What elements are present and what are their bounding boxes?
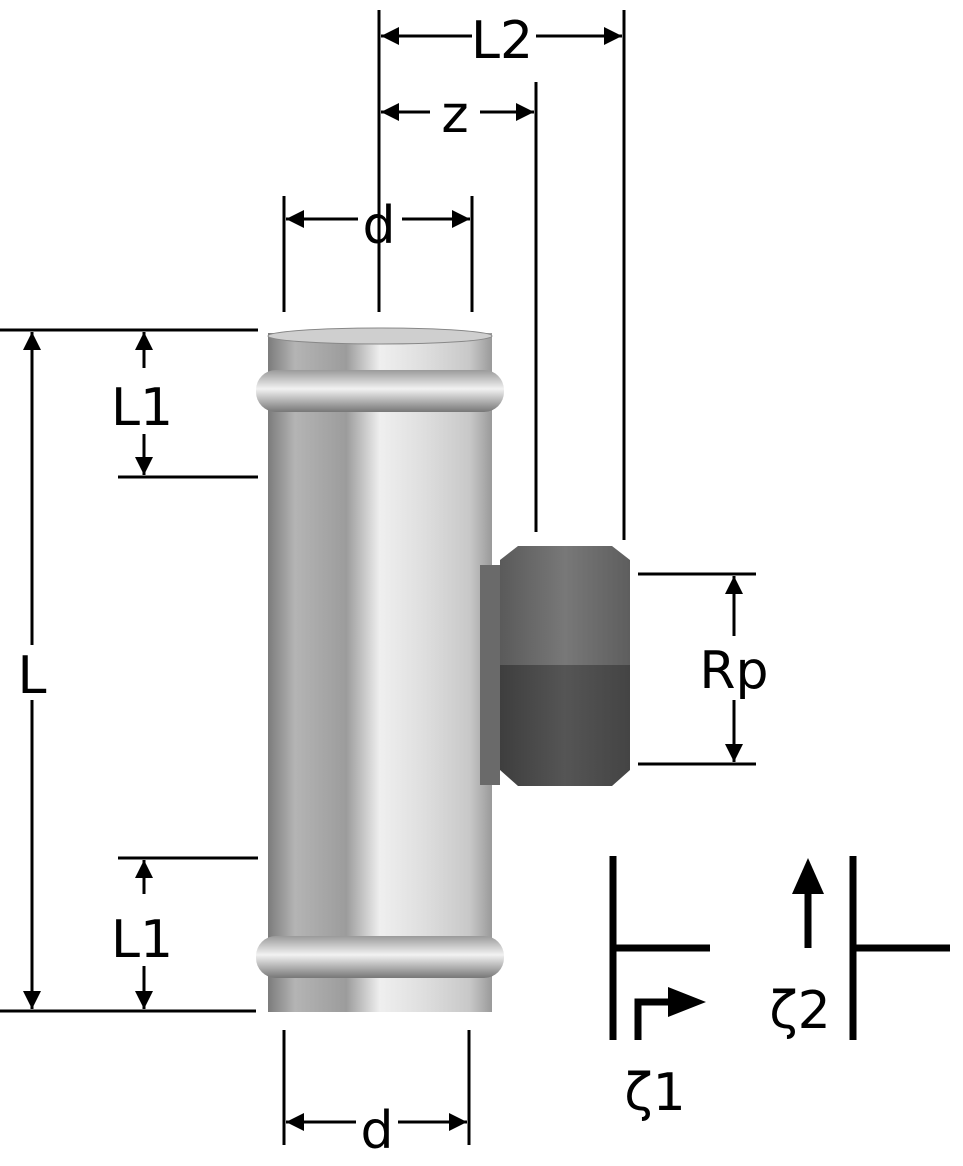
flow-symbol-zeta1 xyxy=(609,856,710,1040)
label-Rp: Rp xyxy=(699,641,768,701)
label-L: L xyxy=(18,646,47,706)
label-L1-top: L1 xyxy=(111,378,173,438)
label-d-bottom: d xyxy=(360,1101,393,1161)
label-d-top: d xyxy=(362,196,395,256)
extension-lines xyxy=(0,10,756,1145)
flow-arrow-up-icon xyxy=(792,858,824,894)
label-L1-bottom: L1 xyxy=(111,910,173,970)
bottom-bead xyxy=(256,936,504,978)
pipe-body xyxy=(256,327,504,1012)
top-bead xyxy=(256,370,504,412)
flow-symbol-zeta2 xyxy=(792,856,950,1040)
branch-nut xyxy=(480,546,630,786)
label-zeta2: ζ2 xyxy=(769,981,830,1041)
flow-arrow-right-icon xyxy=(668,987,706,1017)
label-zeta1: ζ1 xyxy=(624,1063,685,1123)
label-L2: L2 xyxy=(471,11,533,71)
label-z: z xyxy=(441,85,468,145)
dimension-arrows xyxy=(23,27,743,1131)
